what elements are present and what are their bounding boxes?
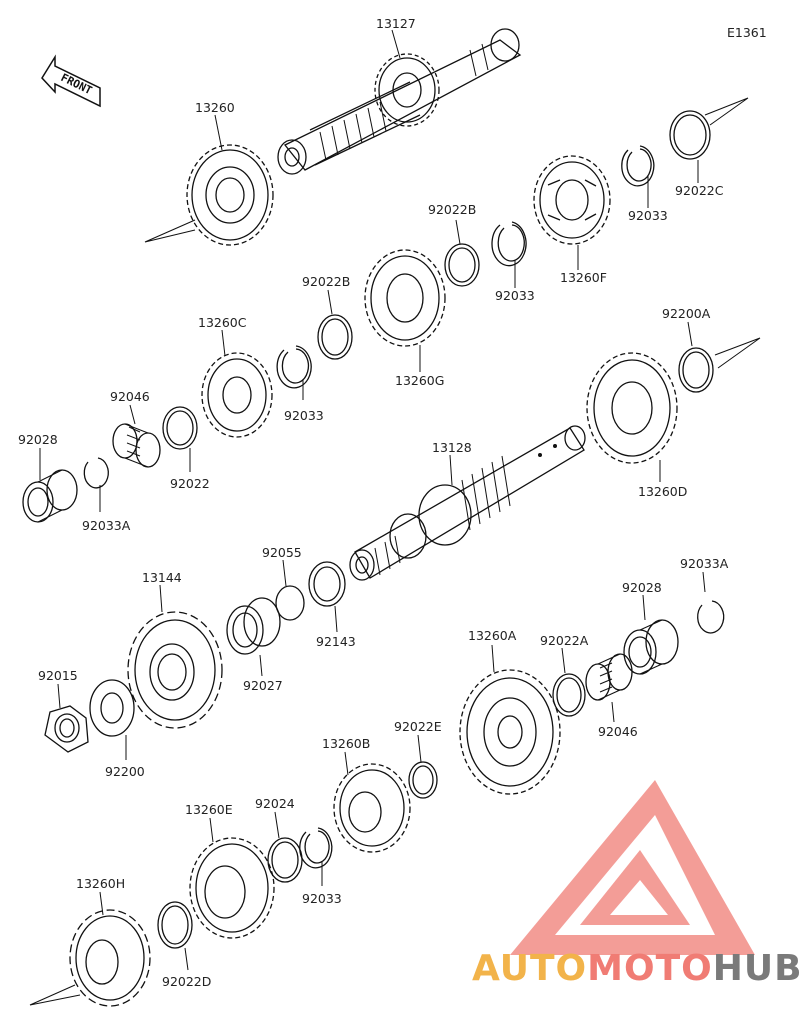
gear-13260A	[459, 669, 561, 795]
label-92028-a: 92028	[18, 432, 58, 447]
label-92022: 92022	[170, 476, 210, 491]
circlip-92033-lower	[299, 827, 333, 869]
circlip-92033A-upper	[83, 457, 109, 489]
ring-92024	[267, 837, 303, 883]
label-92022A: 92022A	[540, 633, 589, 648]
label-13260B: 13260B	[322, 736, 370, 751]
bearing-92028-lower	[623, 619, 679, 675]
label-92022D: 92022D	[162, 974, 211, 989]
label-92028-b: 92028	[622, 580, 662, 595]
bearing-92028-upper	[22, 469, 78, 523]
ring-92022D	[157, 901, 193, 949]
ring-92022E	[408, 761, 438, 799]
label-13260F: 13260F	[560, 270, 607, 285]
circlip-92033-left	[276, 345, 312, 389]
ring-92022B-lower	[317, 314, 353, 360]
label-92022C: 92022C	[675, 183, 724, 198]
gear-13260C	[201, 352, 273, 438]
label-13260D: 13260D	[638, 484, 687, 499]
label-92027: 92027	[243, 678, 283, 693]
label-13260H: 13260H	[76, 876, 125, 891]
logo-hub: HUB	[712, 948, 800, 989]
o-ring-92055	[275, 585, 305, 621]
gear-13260D	[586, 352, 678, 464]
ring-92022A	[552, 673, 586, 717]
seal-92027	[226, 597, 281, 655]
ring-92022	[162, 406, 198, 450]
gear-13260G	[364, 249, 446, 347]
label-92200: 92200	[105, 764, 145, 779]
input-shaft-13127	[277, 28, 522, 175]
circlip-92033A-lower	[697, 600, 725, 634]
gear-13260H	[69, 909, 151, 1007]
front-arrow-icon: FRONT	[41, 54, 101, 108]
label-13144: 13144	[142, 570, 182, 585]
label-92033-a: 92033	[628, 208, 668, 223]
ring-92022C	[669, 110, 711, 160]
label-13260: 13260	[195, 100, 235, 115]
sprocket-13144	[127, 611, 223, 729]
label-13260C: 13260C	[198, 315, 247, 330]
label-92015: 92015	[38, 668, 78, 683]
nut-92015	[44, 705, 89, 753]
watermark-triangle-logo	[510, 780, 755, 955]
gear-13260	[186, 144, 274, 246]
label-92033-b: 92033	[495, 288, 535, 303]
label-92033-d: 92033	[302, 891, 342, 906]
label-13260E: 13260E	[185, 802, 233, 817]
label-13260G: 13260G	[395, 373, 444, 388]
automotohub-logo-text: AUTOMOTOHUB	[472, 948, 800, 989]
label-92033A-b: 92033A	[680, 556, 729, 571]
collar-92143	[308, 561, 346, 607]
gear-13260F	[533, 155, 611, 245]
circlip-92033-top	[621, 145, 655, 187]
logo-auto: AUTO	[472, 948, 588, 989]
diagram-code: E1361	[727, 25, 767, 40]
label-92033A-a: 92033A	[82, 518, 131, 533]
label-92022B-b: 92022B	[302, 274, 350, 289]
gear-13260B	[333, 763, 411, 853]
label-92143: 92143	[316, 634, 356, 649]
label-13260A: 13260A	[468, 628, 517, 643]
label-92046-a: 92046	[110, 389, 150, 404]
label-13127: 13127	[376, 16, 416, 31]
circlip-92033-mid	[491, 221, 527, 267]
label-13128: 13128	[432, 440, 472, 455]
ring-92200A	[678, 347, 714, 393]
needle-bearing-92046-upper	[112, 423, 161, 468]
label-92033-c: 92033	[284, 408, 324, 423]
label-92200A: 92200A	[662, 306, 711, 321]
ring-92022B-upper	[444, 243, 480, 287]
needle-bearing-92046-lower	[585, 653, 633, 701]
label-92055: 92055	[262, 545, 302, 560]
washer-92200	[89, 679, 135, 737]
label-92022E: 92022E	[394, 719, 442, 734]
gear-13260E	[189, 837, 275, 939]
label-92046-b: 92046	[598, 724, 638, 739]
logo-moto: MOTO	[587, 948, 713, 989]
label-92024: 92024	[255, 796, 295, 811]
output-shaft-13128	[349, 425, 586, 581]
label-92022B-a: 92022B	[428, 202, 476, 217]
